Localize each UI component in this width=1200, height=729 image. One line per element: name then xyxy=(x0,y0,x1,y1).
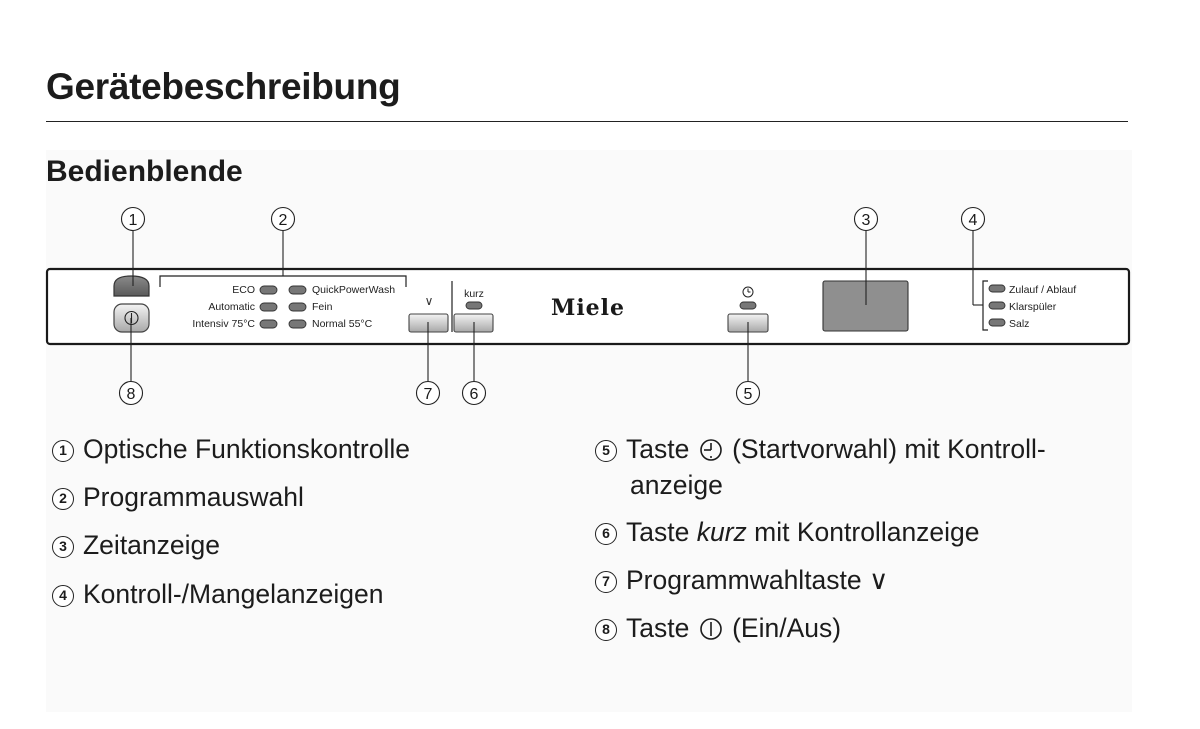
program-label-automatic: Automatic xyxy=(208,301,255,313)
program-label-fein: Fein xyxy=(312,301,333,313)
legend-number: 6 xyxy=(595,523,617,545)
clock-icon xyxy=(699,439,722,461)
optical-function-control xyxy=(113,275,150,297)
legend-number: 1 xyxy=(52,440,74,462)
brand-logo: Miele xyxy=(551,295,625,321)
callout-1: 1 xyxy=(129,212,138,229)
led-kurz xyxy=(465,301,483,310)
legend-number: 8 xyxy=(595,619,617,641)
legend-item: 2 Programmauswahl xyxy=(52,480,304,514)
legend-item: 5 Taste (Startvorwahl) mit Kontroll- xyxy=(595,432,1046,466)
legend-text: (Ein/Aus) xyxy=(732,613,842,643)
program-label-intensiv: Intensiv 75°C xyxy=(192,318,255,330)
legend-item: 7 Programmwahltaste ∨ xyxy=(595,563,888,597)
chevron-down-icon: ∨ xyxy=(425,294,434,308)
callout-5: 5 xyxy=(744,386,753,403)
legend-item: 6 Taste kurz mit Kontrollanzeige xyxy=(595,515,980,549)
legend-item: 4 Kontroll-/Mangelanzeigen xyxy=(52,577,384,611)
legend-item: 1 Optische Funktionskontrolle xyxy=(52,432,410,466)
led-zulauf xyxy=(988,284,1006,293)
legend-text-emphasis: kurz xyxy=(696,517,747,547)
legend-text: (Startvorwahl) mit Kontroll- xyxy=(732,434,1046,464)
callout-7: 7 xyxy=(424,386,433,403)
led-normal xyxy=(288,319,307,329)
legend-text: Programmauswahl xyxy=(83,482,304,512)
program-label-normal: Normal 55°C xyxy=(312,318,373,330)
led-eco xyxy=(259,285,278,295)
callout-6: 6 xyxy=(470,386,479,403)
legend-text: anzeige xyxy=(630,470,723,500)
indicator-label-zulauf: Zulauf / Ablauf xyxy=(1009,284,1076,296)
legend-item-continuation: anzeige xyxy=(630,468,723,502)
background-shade xyxy=(46,150,1132,712)
callout-3: 3 xyxy=(862,212,871,229)
legend-number: 5 xyxy=(595,440,617,462)
led-delay-start xyxy=(739,301,757,310)
led-automatic xyxy=(259,302,278,312)
legend-text: Taste xyxy=(626,434,690,464)
led-quickpowerwash xyxy=(288,285,307,295)
legend-item: 8 Taste (Ein/Aus) xyxy=(595,611,841,645)
clock-icon xyxy=(742,286,754,298)
led-salz xyxy=(988,318,1006,327)
legend-text: Kontroll-/Mangelanzeigen xyxy=(83,579,384,609)
legend-text: Taste xyxy=(626,517,690,547)
program-label-quickpowerwash: QuickPowerWash xyxy=(312,284,395,296)
led-intensiv xyxy=(259,319,278,329)
legend-number: 3 xyxy=(52,536,74,558)
legend-number: 7 xyxy=(595,571,617,593)
legend-item: 3 Zeitanzeige xyxy=(52,528,220,562)
led-fein xyxy=(288,302,307,312)
legend-text: Programmwahltaste ∨ xyxy=(626,565,889,595)
callout-2: 2 xyxy=(279,212,288,229)
legend-text: Optische Funktionskontrolle xyxy=(83,434,410,464)
legend-number: 4 xyxy=(52,585,74,607)
legend-text: mit Kontrollanzeige xyxy=(754,517,980,547)
program-label-eco: ECO xyxy=(232,284,255,296)
legend-number: 2 xyxy=(52,488,74,510)
legend-text: Zeitanzeige xyxy=(83,530,221,560)
power-button xyxy=(113,275,150,333)
callout-4: 4 xyxy=(969,212,978,229)
section-title: Bedienblende xyxy=(46,155,243,188)
page-title: Gerätebeschreibung xyxy=(46,66,401,107)
indicator-label-salz: Salz xyxy=(1009,318,1029,330)
legend-text: Taste xyxy=(626,613,690,643)
kurz-label: kurz xyxy=(464,288,484,300)
indicator-label-klarspueler: Klarspüler xyxy=(1009,301,1057,313)
title-rule xyxy=(46,121,1128,122)
callout-8: 8 xyxy=(127,386,136,403)
power-icon xyxy=(699,618,722,640)
led-klarspueler xyxy=(988,301,1006,310)
